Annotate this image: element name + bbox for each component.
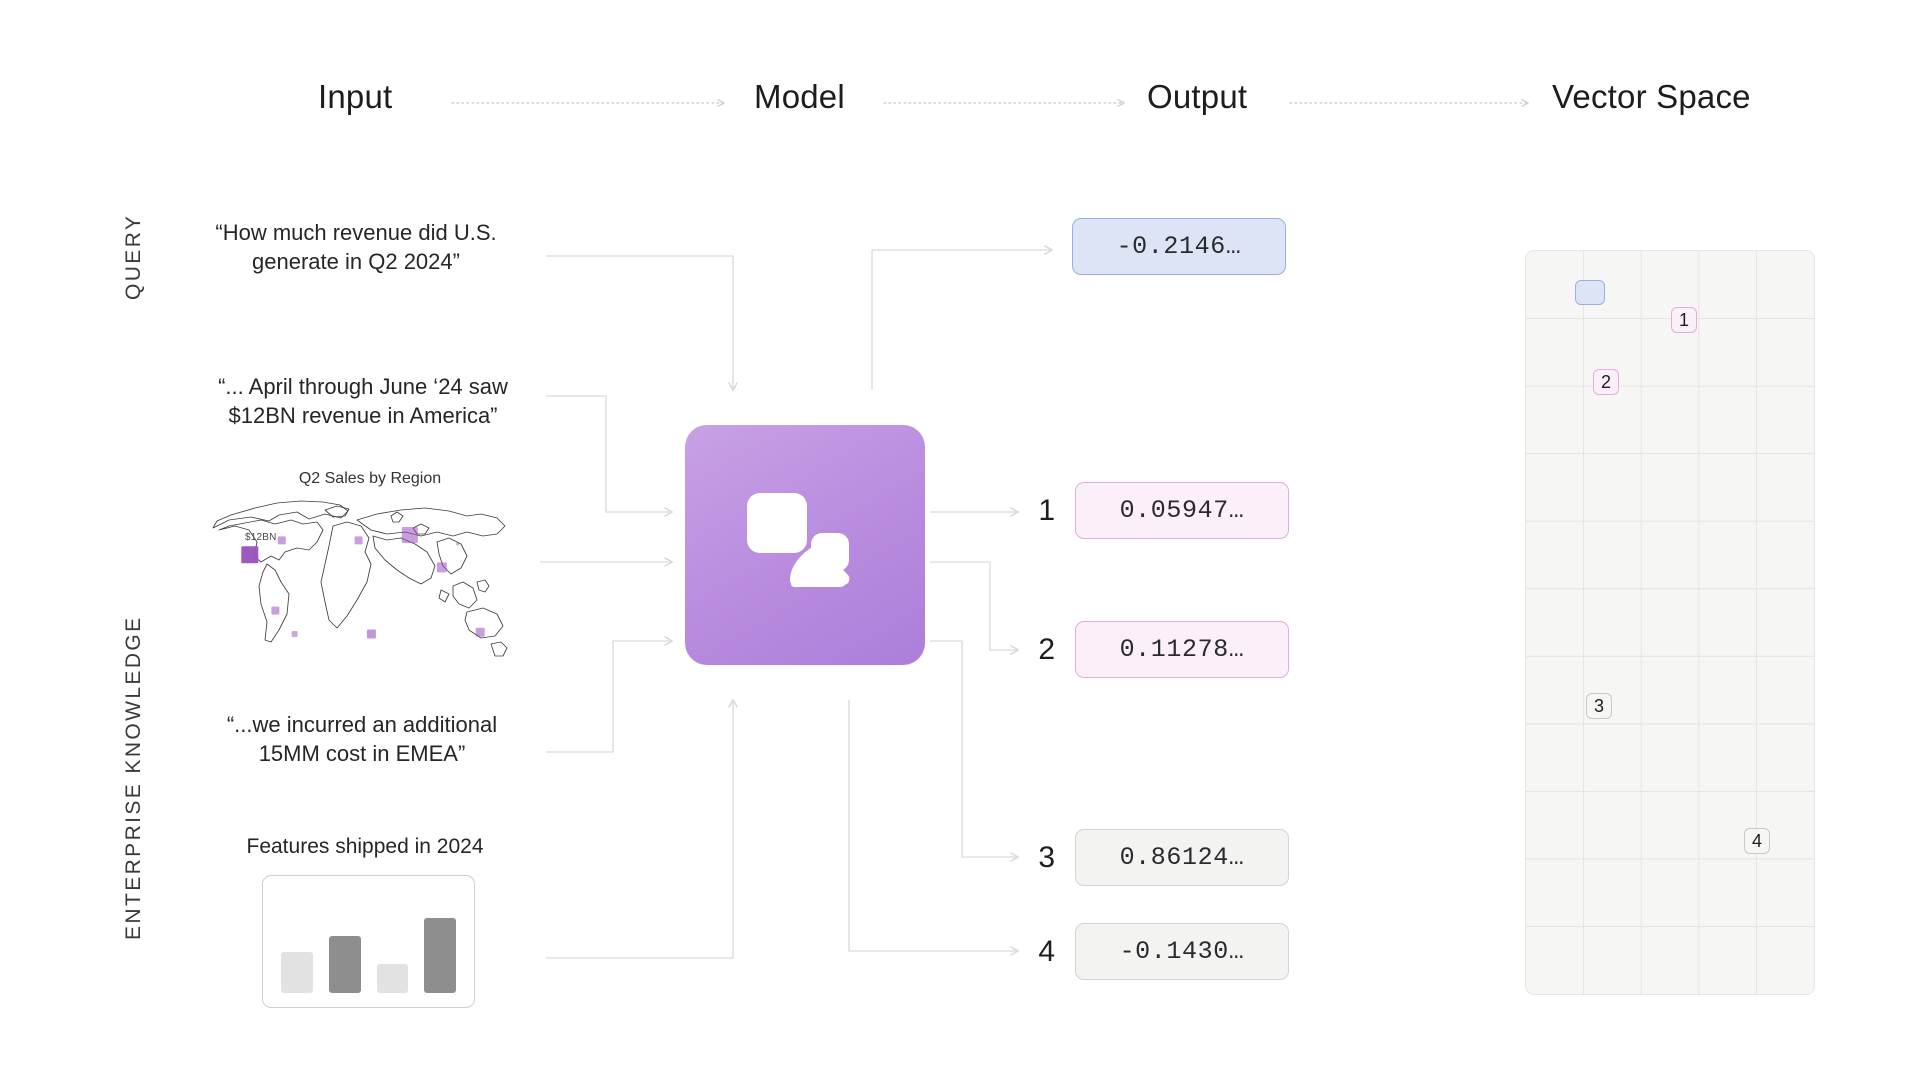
vector-marker-1[interactable]: 1: [1671, 307, 1697, 333]
stage-label-input: Input: [318, 78, 393, 115]
vector-marker-query[interactable]: [1575, 280, 1605, 305]
input-query-text: “How much revenue did U.S. generate in Q…: [215, 220, 497, 275]
rail-label-query: QUERY: [122, 213, 145, 300]
map-marker-6: [366, 629, 376, 639]
map-marker-7: [401, 527, 418, 543]
map-marker-9: [456, 542, 460, 546]
input-emea-text: “...we incurred an additional 15MM cost …: [226, 712, 498, 767]
bar-2: [328, 936, 361, 993]
output-row-2: 2 0.11278…: [1035, 621, 1289, 678]
model-logo-icon: [747, 493, 850, 587]
bar-chart-title: Features shipped in 2024: [246, 835, 484, 858]
stage-label-model: Model: [754, 78, 845, 115]
rank-label-3: 3: [1038, 840, 1055, 874]
map-marker-3: [271, 606, 280, 615]
map-marker-5: [354, 536, 363, 545]
vector-value-3[interactable]: 0.86124…: [1075, 829, 1289, 886]
bar-4: [424, 917, 456, 993]
rank-label-1: 1: [1038, 493, 1055, 527]
rank-label-4: 4: [1038, 934, 1055, 968]
vector-value-4[interactable]: -0.1430…: [1075, 923, 1289, 980]
world-map: [205, 490, 525, 670]
input-document-text: “... April through June ‘24 saw $12BN re…: [218, 374, 508, 429]
output-row-3: 3 0.86124…: [1035, 829, 1289, 886]
vector-space-panel: 1 2 3 4: [1525, 250, 1815, 995]
map-marker-10: [475, 627, 485, 637]
vector-value-1[interactable]: 0.05947…: [1075, 482, 1289, 539]
output-row-1: 1 0.05947…: [1035, 482, 1289, 539]
world-map-svg: [212, 500, 508, 657]
map-marker-8: [436, 562, 447, 573]
map-marker-1: [241, 546, 259, 564]
map-marker-4: [291, 631, 298, 637]
vector-marker-2[interactable]: 2: [1593, 369, 1619, 395]
map-marker-2: [277, 536, 286, 545]
map-title: Q2 Sales by Region: [298, 470, 442, 487]
rank-label-2: 2: [1038, 632, 1055, 666]
rail-label-enterprise-knowledge: ENTERPRISE KNOWLEDGE: [122, 615, 145, 940]
vector-marker-3[interactable]: 3: [1586, 693, 1612, 719]
stage-label-output: Output: [1147, 78, 1248, 115]
model-tile[interactable]: [685, 425, 925, 665]
bar-1: [281, 951, 313, 993]
output-row-4: 4 -0.1430…: [1035, 923, 1289, 980]
map-value-label: $12BN: [245, 532, 277, 543]
vector-marker-4[interactable]: 4: [1744, 828, 1770, 854]
bar-chart-card: [262, 875, 475, 1008]
bar-3: [376, 964, 409, 993]
output-row-query: -0.2146…: [1072, 218, 1286, 275]
vector-value-query[interactable]: -0.2146…: [1072, 218, 1286, 275]
vector-space-grid: [1526, 251, 1814, 994]
vector-value-2[interactable]: 0.11278…: [1075, 621, 1289, 678]
stage-label-vector-space: Vector Space: [1552, 78, 1751, 115]
